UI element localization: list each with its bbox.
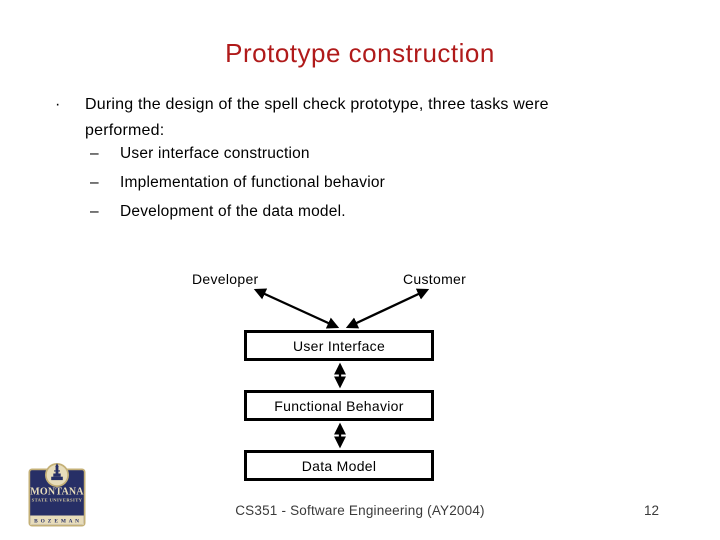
list-item: – Development of the data model. [90, 202, 650, 221]
logo-name-text: MONTANA [30, 487, 84, 498]
dash-bullet: – [90, 174, 99, 191]
box-data-model: Data Model [244, 450, 434, 481]
logo-field [30, 470, 84, 525]
sub-bullet-text: Implementation of functional behavior [120, 174, 386, 191]
page-number: 12 [643, 503, 659, 518]
list-item: – User interface construction [90, 144, 650, 163]
arrow-customer-ui [345, 288, 430, 329]
dash-bullet: – [90, 145, 99, 162]
arrow-developer-ui [253, 288, 340, 329]
logo-city-text: B O Z E M A N [34, 518, 80, 524]
actor-developer-label: Developer [192, 271, 259, 287]
list-item: – Implementation of functional behavior [90, 173, 650, 192]
sub-bullet-text: User interface construction [120, 145, 310, 162]
actor-customer-label: Customer [403, 271, 467, 287]
dash-bullet: – [90, 203, 99, 220]
bullet-text: During the design of the spell check pro… [85, 96, 549, 139]
bullet-marker: · [55, 96, 61, 113]
msu-logo: MONTANA STATE UNIVERSITY B O Z E M A N [28, 463, 86, 527]
slide-title: Prototype construction [225, 38, 495, 68]
box-user-interface: User Interface [244, 330, 434, 361]
logo-tower-icon [51, 463, 63, 481]
box-functional-behavior: Functional Behavior [244, 390, 434, 421]
logo-bozeman-band [30, 515, 84, 525]
logo-subtitle-text: STATE UNIVERSITY [32, 498, 83, 503]
footer-course-text: CS351 - Software Engineering (AY2004) [235, 503, 485, 518]
sub-bullet-list: – User interface construction – Implemen… [90, 144, 650, 231]
sub-bullet-text: Development of the data model. [120, 203, 346, 220]
